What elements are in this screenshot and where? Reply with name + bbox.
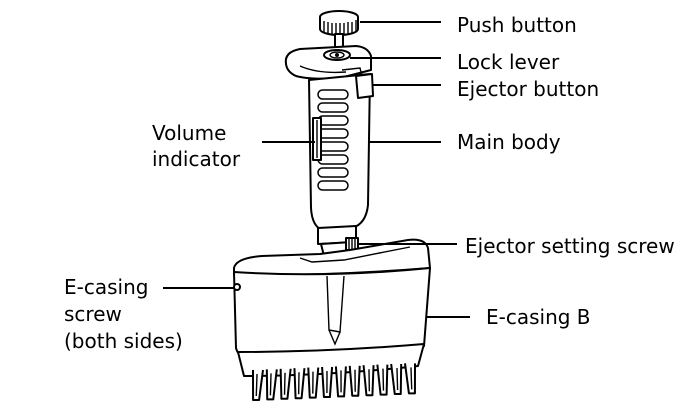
label-e-casing-screw-line3: (both sides) [64, 329, 183, 353]
tip-cone [279, 368, 292, 400]
label-e-casing-b: E-casing B [486, 305, 591, 329]
tip-cone [252, 369, 264, 401]
label-push-button: Push button [457, 13, 577, 37]
label-volume-indicator-line1: Volume [152, 121, 226, 145]
label-main-body: Main body [457, 130, 561, 154]
label-e-casing-screw-line2: screw [64, 302, 122, 326]
label-lock-lever: Lock lever [457, 50, 560, 74]
tip-cone-ridge [255, 373, 258, 397]
tip-cone-ridge [396, 367, 399, 391]
label-e-casing-screw-line1: E-casing [64, 275, 148, 299]
tip-cone [376, 364, 389, 396]
tip-cone [404, 363, 416, 395]
tip-cone [265, 369, 278, 401]
main-body-illustration [308, 73, 374, 261]
tip-cones [252, 363, 416, 401]
e-casing-illustration [233, 238, 431, 377]
label-volume-indicator-line2: indicator [152, 147, 241, 171]
tip-cone-ridge [269, 373, 272, 396]
tip-cone-ridge [410, 367, 413, 390]
push-button-illustration [319, 10, 359, 49]
tip-cone [390, 363, 403, 395]
label-ejector-button: Ejector button [457, 77, 599, 101]
leader-lines [163, 21, 470, 318]
lock-lever-illustration [284, 45, 372, 80]
label-ejector-setting-screw: Ejector setting screw [465, 234, 675, 258]
grip-ribs [317, 89, 349, 191]
